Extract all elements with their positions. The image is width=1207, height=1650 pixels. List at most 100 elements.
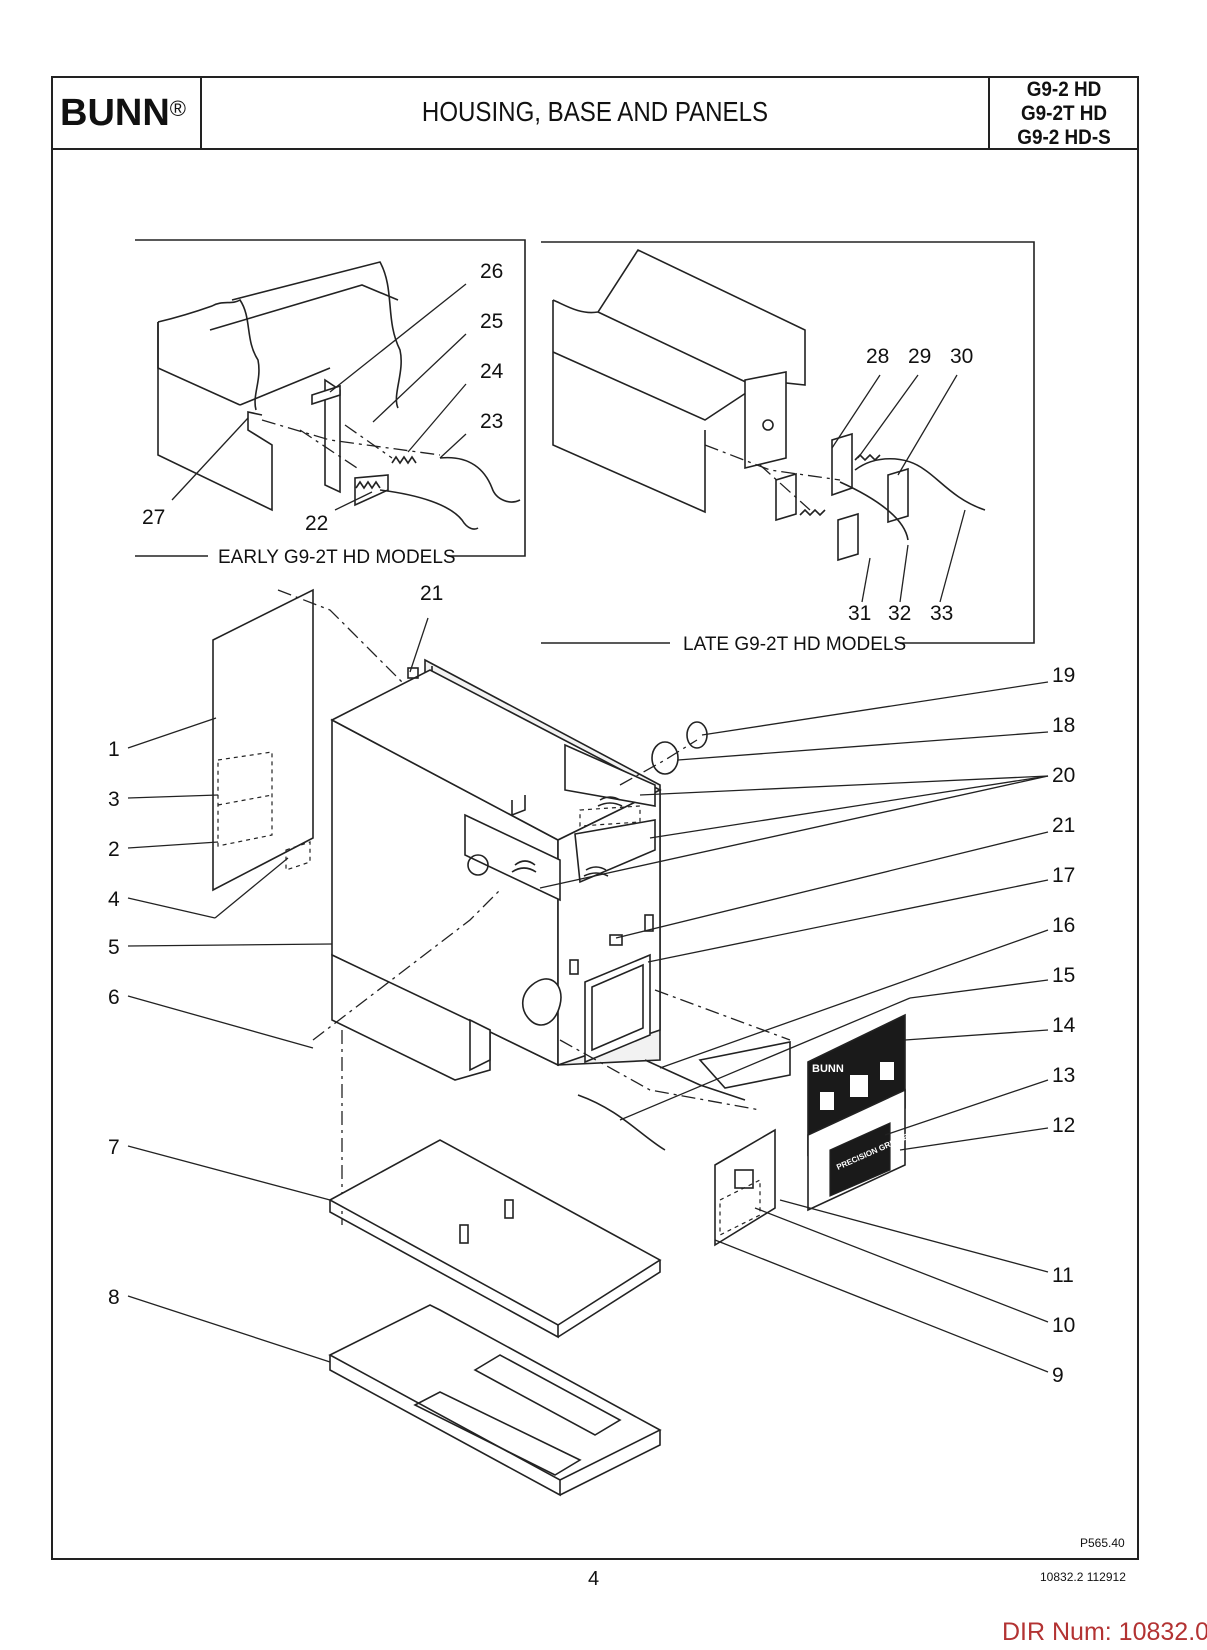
early-models-inset: EARLY G9-2T HD MODELS: [135, 239, 526, 568]
leader-18: [677, 731, 1049, 761]
header-divider: [51, 148, 1139, 150]
early-spring-upper: [391, 455, 417, 465]
service-panel-outline: [719, 1179, 761, 1236]
side-panel: [212, 588, 314, 892]
leader-24: [407, 383, 467, 453]
dir-number-stamp: DIR Num: 10832.0: [1002, 1618, 1207, 1646]
leader-15-a: [909, 979, 1049, 999]
leader-20-c: [539, 775, 1049, 889]
callout-5: 5: [108, 936, 120, 959]
leader-20-b: [649, 775, 1049, 839]
callout-23: 23: [480, 410, 503, 433]
door-label-plate: [829, 1122, 891, 1197]
sight-glass-knob: [686, 721, 708, 749]
side-vent-icon: [511, 860, 537, 873]
side-service-opening: [464, 813, 561, 902]
drip-pad-edge-front: [559, 1430, 661, 1496]
callout-9: 9: [1052, 1364, 1064, 1387]
front-opening-upper: [564, 743, 656, 807]
bracket-exploded-line: [559, 1039, 761, 1111]
lever-bar-lower: [577, 1094, 666, 1151]
early-housing-top-break: [231, 261, 402, 409]
early-lever-rod-lower: [379, 489, 479, 530]
callout-3: 3: [108, 788, 120, 811]
base-plate: [328, 1139, 662, 1326]
break-out-view: [521, 978, 562, 1026]
leader-2: [127, 841, 219, 849]
page-title: HOUSING, BASE AND PANELS: [421, 96, 769, 127]
leader-17: [647, 879, 1049, 963]
early-lower-bracket: [354, 474, 389, 507]
late-spring-lower: [799, 508, 826, 517]
front-vent-icon-upper: [597, 796, 623, 807]
lever-bar-upper: [644, 1059, 746, 1101]
callout-30: 30: [950, 345, 973, 368]
callout-32: 32: [888, 602, 911, 625]
leader-19: [701, 681, 1049, 736]
callout-25: 25: [480, 310, 503, 333]
early-latch-plate: [311, 384, 341, 406]
callout-21-right: 21: [1052, 814, 1075, 837]
late-lever-rod-lower: [839, 481, 909, 541]
late-models-inset: LATE G9-2T HD MODELS 28 29 3: [541, 241, 1035, 655]
leader-20-a: [639, 775, 1049, 796]
early-housing-mid: [239, 367, 331, 406]
leader-5: [127, 943, 333, 947]
leader-29: [857, 374, 919, 459]
leader-12: [899, 1127, 1049, 1151]
callout-29: 29: [908, 345, 931, 368]
callout-7: 7: [108, 1136, 120, 1159]
leader-26: [329, 283, 467, 393]
leader-22: [334, 491, 373, 511]
drip-pad-slot-left: [413, 1391, 582, 1476]
leader-1: [127, 717, 217, 749]
front-panel-brand: BUNN: [812, 1063, 844, 1075]
late-plate-hole: [762, 419, 774, 431]
early-housing-front: [157, 322, 273, 512]
knob-exploded-line: [619, 739, 698, 786]
callout-20: 20: [1052, 764, 1075, 787]
early-spring-lower: [355, 480, 381, 490]
front-vent-icon-lower: [583, 866, 609, 877]
header-divider-left: [200, 76, 202, 149]
callout-16: 16: [1052, 914, 1075, 937]
base-plate-edge: [329, 1200, 559, 1339]
header-divider-right: [988, 76, 990, 149]
registered-mark: ®: [169, 96, 186, 121]
front-panel-window-1: [850, 1075, 868, 1097]
callout-6: 6: [108, 986, 120, 1009]
early-side-bracket: [324, 378, 341, 494]
early-exploded-line-1: [261, 419, 441, 456]
side-panel-tag-outline: [285, 841, 311, 871]
callout-31: 31: [848, 602, 871, 625]
leader-21-right: [615, 831, 1049, 939]
brand-logo: BUNN®: [60, 88, 198, 138]
leader-16: [659, 929, 1049, 1069]
front-panel-window-2: [820, 1092, 834, 1110]
callout-33: 33: [930, 602, 953, 625]
callout-2: 2: [108, 838, 120, 861]
housing-base-block: [331, 953, 491, 1081]
late-inset-caption: LATE G9-2T HD MODELS: [683, 634, 906, 655]
early-lever-rod-upper: [439, 456, 521, 503]
callout-26: 26: [480, 260, 503, 283]
leader-4-a: [127, 897, 216, 919]
callout-8: 8: [108, 1286, 120, 1309]
leader-10: [754, 1207, 1049, 1323]
model-2: G9-2T HD: [1020, 102, 1108, 125]
base-exploded-line-diag: [312, 889, 501, 1041]
base-foot: [469, 1018, 491, 1072]
callout-15: 15: [1052, 964, 1075, 987]
chute-exploded-line: [654, 989, 791, 1041]
drip-pad-edge: [329, 1355, 561, 1497]
model-3: G9-2 HD-S: [1017, 126, 1111, 149]
callout-18: 18: [1052, 714, 1075, 737]
chute-opening: [584, 953, 651, 1064]
callout-13: 13: [1052, 1064, 1075, 1087]
leader-9: [714, 1239, 1049, 1373]
model-1: G9-2 HD: [1026, 78, 1102, 101]
leader-4-b: [214, 857, 289, 919]
side-gauge-circle: [467, 854, 489, 876]
brand-name: BUNN: [60, 92, 170, 134]
